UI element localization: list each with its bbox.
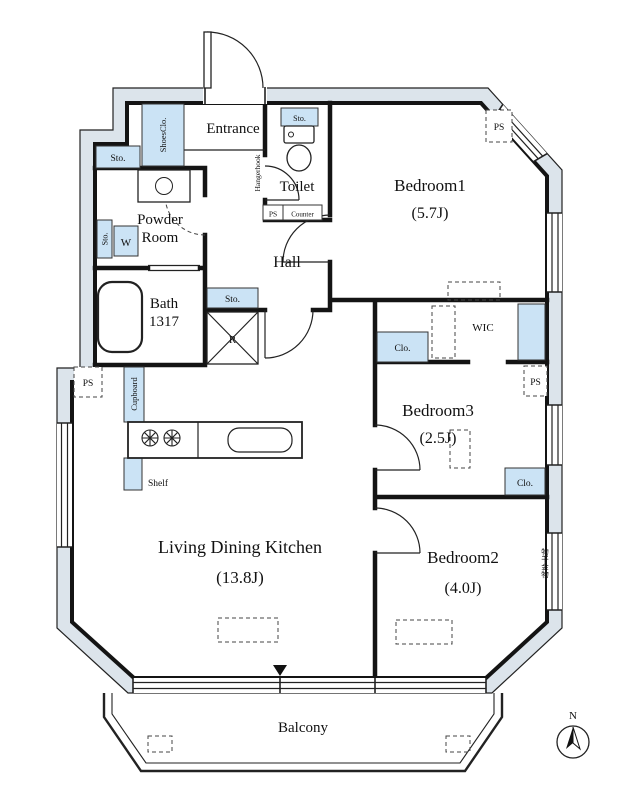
windows [57,103,562,693]
refrigerator-label: R [229,334,237,346]
entrance-door-leaf [203,31,212,89]
compass-needle-light [572,726,582,751]
kitchen-sink-icon [227,427,293,453]
toilet-flush-icon [288,131,294,138]
refrigerator-box [206,311,259,365]
closet-box-bedroom3-bottom [504,467,546,496]
bath-label-2: 1317 [149,314,180,330]
balcony-inner-rail [111,693,495,764]
bathtub-icon [96,280,144,354]
bedroom2-door [374,507,421,554]
bedroom1-dashed-marker [447,281,501,301]
bedroom1-size: (5.7J) [412,205,449,222]
hall-label: Hall [273,254,301,271]
compass: N [556,710,590,759]
balcony-label: Balcony [278,720,328,736]
shoes-closet-label: ShoesClo. [158,118,168,153]
service-boxes: PS PS Counter PS PS [73,109,548,398]
powder-room-label-2: Room [142,230,179,246]
storage-label-powder-left: Sto. [101,233,110,246]
fixtures: R [96,125,315,459]
powder-room-door [164,194,206,236]
balcony-direction-marker [273,665,287,676]
window-ldk-left [57,423,72,547]
bedroom3-size: (2.5J) [420,430,457,447]
storage-box-hall [206,287,259,309]
compass-north-label: N [569,710,577,722]
bedroom2-size: (4.0J) [445,580,482,597]
hangerhook-label: Hangerhook [253,154,262,191]
toilet-bowl-icon [286,144,312,172]
bedroom2-label: Bedroom2 [427,548,499,567]
bedroom3-dashed-marker [449,429,471,469]
bedroom3-door [374,424,421,471]
storage-label-toilet: Sto. [293,114,306,123]
entrance-label: Entrance [206,121,260,137]
stove-burner-icon [141,429,181,447]
room-labels: Entrance Hangerhook Toilet Hall Bedroom1… [137,121,549,597]
vanity-sink-icon [155,177,173,195]
balcony-hatch-right [445,735,471,753]
shoes-closet-box [141,103,185,167]
compass-needle-dark [566,727,573,749]
storage-units: ShoesClo. Sto. Sto. W Sto. Sto. Cupboard… [95,103,546,496]
washer-label: W [121,237,132,249]
bedroom2-ceiling-light [395,619,453,645]
bedroom3-label: Bedroom3 [402,401,474,420]
toilet-label: Toilet [280,179,316,195]
ps-box-top-right [485,109,513,143]
powder-room-label-1: Powder [137,212,183,228]
balcony-hatch-left [147,735,173,753]
storage-label-hall: Sto. [225,295,240,305]
counter-box-toilet [282,204,323,221]
ps-box-left [73,366,103,398]
vanity-icon [137,169,191,203]
ldk-label: Living Dining Kitchen [158,537,322,557]
interior-face-outline [70,101,549,680]
balcony: Balcony [102,693,504,773]
ps-label-top-right: PS [494,123,505,133]
washer-box [113,225,139,257]
ps-box-right [523,365,548,397]
wic-hanger-dashed [431,305,456,359]
window-balcony-front [133,678,486,693]
entrance-door [184,31,267,151]
storage-label-powder-top: Sto. [110,154,125,164]
window-bedroom1 [547,213,562,292]
ps-label-toilet: PS [269,210,277,219]
building-shell [56,87,563,694]
toilet-tank-icon [283,125,315,144]
toilet-door [264,165,300,201]
laundry-bracket-label: 物干金物 [540,547,549,580]
storage-box-powder-left [96,219,113,259]
interior-doors [148,165,421,554]
ldk-ceiling-light [217,617,279,643]
balcony-outer-rail [102,693,504,773]
bedroom1-label: Bedroom1 [394,176,466,195]
ldk-door [264,309,314,359]
dashed-markers [217,281,501,645]
storage-box-powder-top [95,145,141,169]
shelf-box [123,457,143,491]
wic-shelf-strip [517,303,546,361]
window-bedroom3 [547,405,562,465]
counter-label-toilet: Counter [291,211,314,219]
compass-ring [556,725,590,759]
cupboard-label: Cupboard [129,376,139,410]
wic-label: WIC [472,322,493,334]
bath-label-1: Bath [150,296,179,312]
shelf-label: Shelf [148,478,169,489]
ps-label-right: PS [530,378,541,388]
closet-box-bedroom3-top [376,331,429,363]
bath-sliding-door [148,264,200,272]
closet-label-bedroom3-top: Clo. [394,344,410,354]
ps-label-left: PS [83,379,94,389]
closet-label-bedroom3-bottom: Clo. [517,479,533,489]
ldk-size: (13.8J) [216,568,264,587]
